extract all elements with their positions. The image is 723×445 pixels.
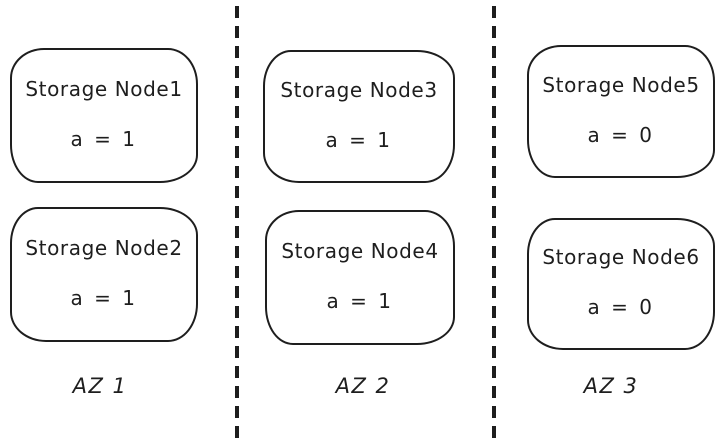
storage-node-title: Storage Node2: [25, 235, 183, 260]
storage-node-box: Storage Node4 a = 1: [265, 210, 455, 345]
storage-node-title: Storage Node1: [25, 76, 183, 101]
storage-node-value: a = 1: [326, 288, 394, 313]
storage-node-box: Storage Node6 a = 0: [527, 218, 715, 350]
storage-node-box: Storage Node5 a = 0: [527, 45, 715, 178]
zone-label-az3: AZ 3: [583, 374, 639, 398]
storage-node-title: Storage Node3: [280, 77, 438, 102]
storage-node-title: Storage Node6: [542, 245, 700, 269]
storage-node-title: Storage Node4: [281, 238, 439, 263]
storage-node-value: a = 1: [325, 127, 393, 152]
zone-label-az2: AZ 2: [335, 374, 391, 398]
storage-node-value: a = 0: [587, 122, 655, 147]
storage-node-box: Storage Node1 a = 1: [10, 48, 198, 183]
storage-node-value: a = 0: [587, 295, 655, 319]
storage-node-value: a = 1: [70, 285, 138, 310]
storage-node-box: Storage Node2 a = 1: [10, 207, 198, 342]
zone-label-az1: AZ 1: [72, 374, 128, 398]
zone-divider-2: [492, 6, 496, 438]
storage-node-box: Storage Node3 a = 1: [263, 50, 455, 183]
storage-node-value: a = 1: [70, 126, 138, 151]
storage-node-title: Storage Node5: [542, 72, 700, 97]
zone-divider-1: [235, 6, 239, 438]
